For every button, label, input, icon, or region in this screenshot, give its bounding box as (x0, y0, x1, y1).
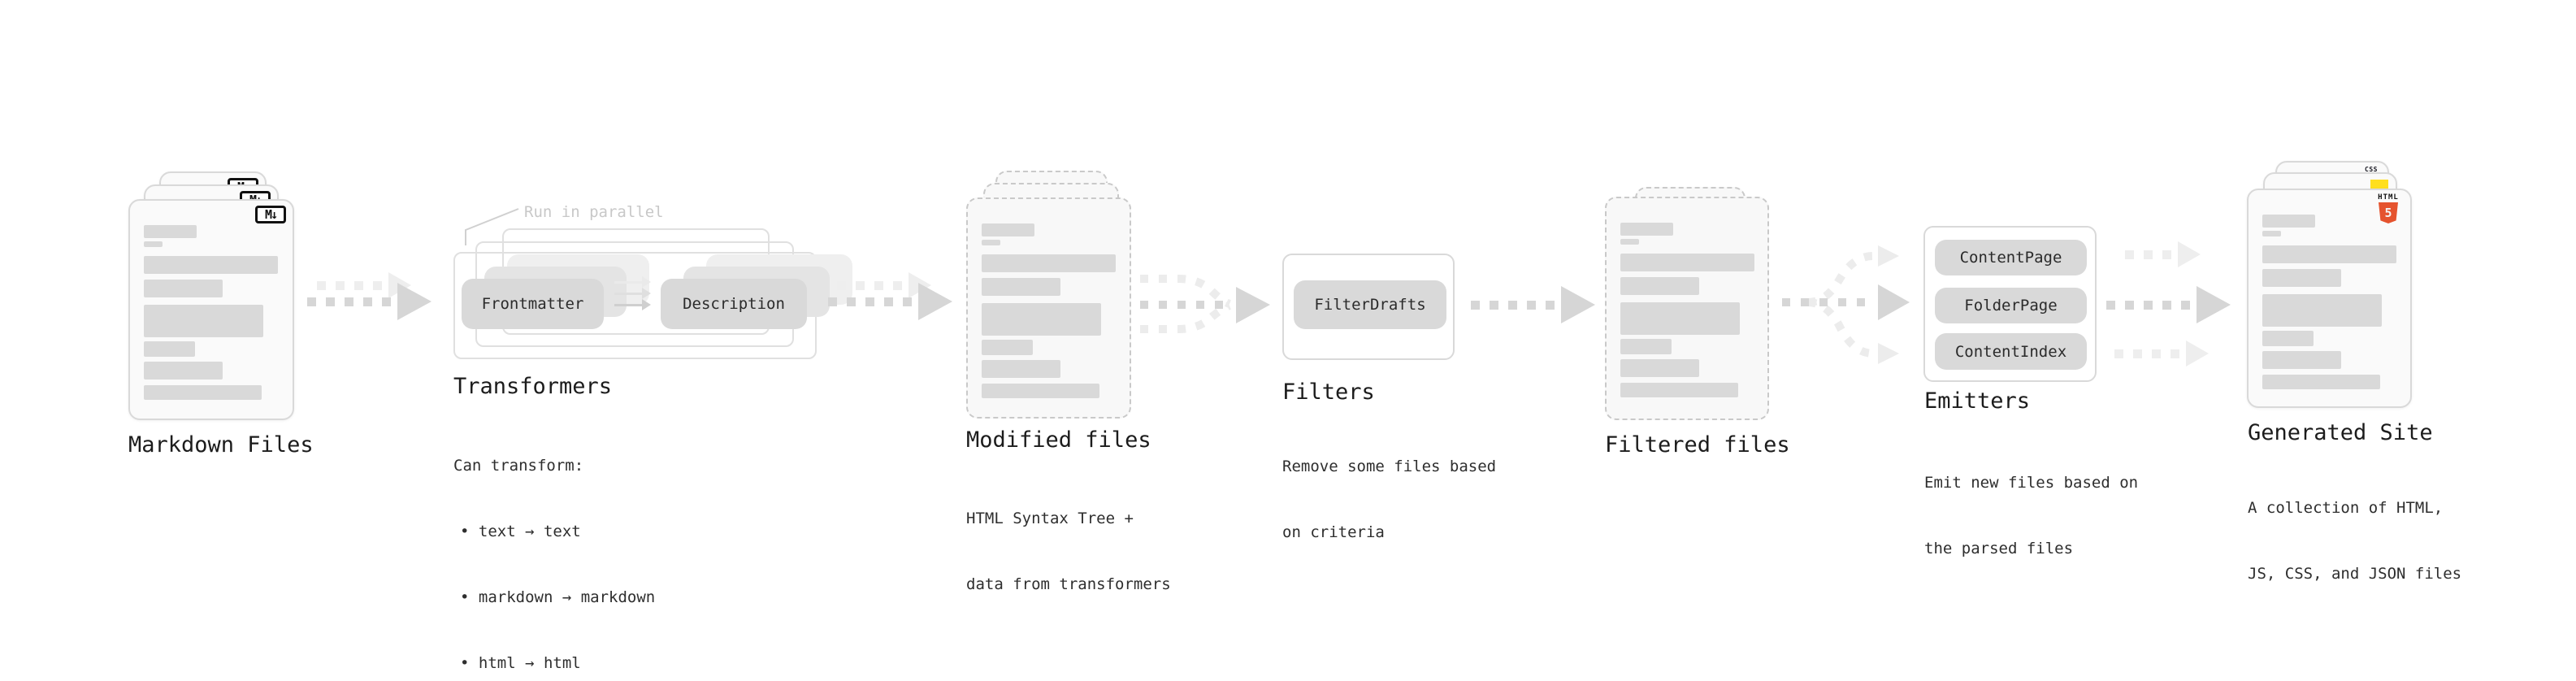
annotation-leader-line (465, 208, 519, 245)
desc-line: Can transform: (453, 457, 584, 475)
desc-line: Emit new files based on (1924, 474, 2139, 492)
flow-arrow-emitters-bottom (2114, 340, 2209, 367)
filtered-files-title: Filtered files (1605, 432, 1790, 458)
emitters-panel: ContentPage FolderPage ContentIndex (1923, 226, 2097, 382)
desc-line: • text → text (460, 523, 581, 540)
modified-files-description: HTML Syntax Tree + data from transformer… (966, 464, 1171, 640)
desc-line: data from transformers (966, 575, 1171, 593)
modified-files-title: Modified files (966, 427, 1151, 453)
filters-title: Filters (1282, 380, 1375, 405)
description-transformer-box: Description (661, 279, 807, 329)
generated-site-title: Generated Site (2248, 420, 2433, 445)
filterdrafts-box: FilterDrafts (1294, 280, 1446, 329)
desc-line: Remove some files based (1282, 458, 1497, 475)
flow-arrow-emitters-middle (2106, 286, 2231, 323)
desc-line: A collection of HTML, (2248, 499, 2444, 517)
markdown-files-title: Markdown Files (128, 432, 314, 458)
flow-arrow-transformers-to-modified (828, 283, 952, 320)
flow-arrow-filters-to-filtered (1471, 286, 1595, 323)
markdown-file-card-front: M↓ (128, 199, 294, 420)
desc-line: on criteria (1282, 523, 1385, 541)
modified-file-card-front (966, 197, 1131, 419)
desc-line: HTML Syntax Tree + (966, 510, 1134, 527)
transformers-title: Transformers (453, 374, 613, 399)
run-in-parallel-label: Run in parallel (524, 203, 664, 221)
folderpage-emitter-box: FolderPage (1935, 288, 2087, 323)
generated-site-description: A collection of HTML, JS, CSS, and JSON … (2248, 453, 2461, 629)
filters-description: Remove some files based on criteria (1282, 412, 1496, 588)
desc-line: • html → html (460, 654, 581, 672)
desc-line: • markdown → markdown (460, 588, 656, 606)
desc-line: JS, CSS, and JSON files (2248, 565, 2462, 583)
filters-panel: FilterDrafts (1282, 254, 1455, 360)
frontmatter-transformer-box: Frontmatter (462, 279, 604, 329)
flow-arrow-filtered-to-emitters (1782, 245, 1910, 364)
transformers-description: Can transform: • text → text • markdown … (453, 411, 655, 681)
contentindex-emitter-box: ContentIndex (1935, 333, 2087, 370)
emitters-title: Emitters (1924, 388, 2031, 414)
desc-line: the parsed files (1924, 540, 2074, 557)
flow-arrow-markdown-to-transformers (307, 283, 432, 320)
generated-file-card-front: HTML 5 (2247, 189, 2412, 408)
filtered-file-card-front (1605, 197, 1769, 420)
flow-arrow-modified-to-filters (1140, 275, 1270, 333)
markdown-icon: M↓ (255, 206, 286, 223)
emitters-description: Emit new files based on the parsed files (1924, 428, 2138, 604)
contentpage-emitter-box: ContentPage (1935, 240, 2087, 275)
flow-arrow-emitters-top (2125, 241, 2201, 267)
html5-icon: HTML 5 (2378, 194, 2399, 223)
